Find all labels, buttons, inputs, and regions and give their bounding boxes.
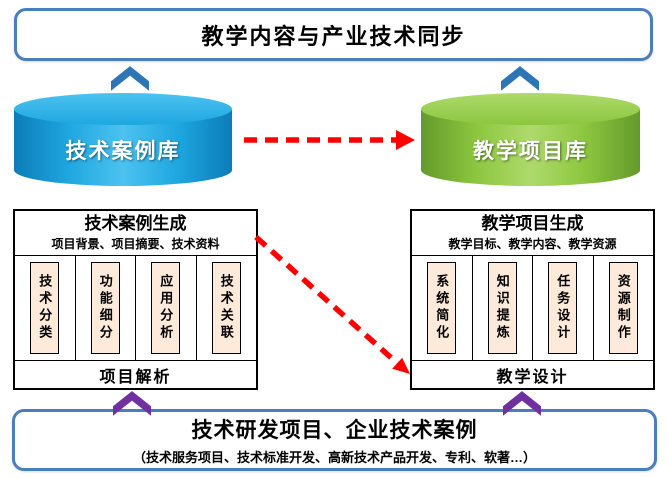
tech-case-generation-panel: 技术案例生成 项目背景、项目摘要、技术资料 技术分类 功能细分 应用分析 技术关… <box>13 209 258 390</box>
bottom-banner-line1: 技术研发项目、企业技术案例 <box>191 419 478 442</box>
column: 资源制作 <box>594 256 654 360</box>
panel-footer: 项目解析 <box>99 368 172 386</box>
chevron-up-icon <box>503 391 541 416</box>
panel-title: 技术案例生成 <box>84 214 187 233</box>
column: 应用分析 <box>136 256 197 360</box>
bottom-banner: 技术研发项目、企业技术案例 （技术服务项目、技术标准开发、高新技术产品开发、专利… <box>12 409 657 471</box>
top-banner-text: 教学内容与产业技术同步 <box>201 23 466 49</box>
bottom-banner-line2: （技术服务项目、技术标准开发、高新技术产品开发、专利、软著…） <box>132 450 536 465</box>
teaching-project-db-label: 教学项目库 <box>473 140 588 163</box>
cylinder-top <box>421 93 640 125</box>
dashed-arrow-diagonal <box>254 234 410 374</box>
column: 系统简化 <box>412 256 473 360</box>
teaching-project-db-cylinder: 教学项目库 <box>421 93 640 186</box>
column: 功能细分 <box>76 256 136 360</box>
vertical-label-cell: 技术分类 <box>30 262 60 354</box>
column: 技术关联 <box>197 256 257 360</box>
vertical-label-cell: 应用分析 <box>151 262 181 354</box>
vertical-label-cell: 任务设计 <box>548 262 578 354</box>
vertical-label-cell: 系统简化 <box>427 262 457 354</box>
chevron-up-icon <box>501 66 539 91</box>
vertical-label-cell: 资源制作 <box>608 262 638 354</box>
top-banner: 教学内容与产业技术同步 <box>14 8 653 61</box>
column: 技术分类 <box>15 256 76 360</box>
column: 知识提炼 <box>473 256 533 360</box>
tech-case-db-cylinder: 技术案例库 <box>14 93 232 186</box>
vertical-label-cell: 技术关联 <box>211 262 241 354</box>
vertical-label-cell: 知识提炼 <box>487 262 517 354</box>
panel-subtitle: 教学目标、教学内容、教学资源 <box>448 237 617 252</box>
cylinder-top <box>14 93 232 125</box>
vertical-label-cell: 功能细分 <box>90 262 120 354</box>
chevron-up-icon <box>113 391 151 416</box>
panel-columns: 技术分类 功能细分 应用分析 技术关联 <box>15 255 256 361</box>
column: 任务设计 <box>533 256 594 360</box>
tech-case-db-label: 技术案例库 <box>65 140 181 163</box>
panel-subtitle: 项目背景、项目摘要、技术资料 <box>51 237 220 252</box>
teaching-project-generation-panel: 教学项目生成 教学目标、教学内容、教学资源 系统简化 知识提炼 任务设计 资源制… <box>410 209 655 390</box>
panel-title: 教学项目生成 <box>481 214 584 233</box>
panel-columns: 系统简化 知识提炼 任务设计 资源制作 <box>412 255 653 361</box>
chevron-up-icon <box>111 66 149 91</box>
dashed-arrow-horizontal <box>244 130 415 150</box>
panel-footer: 教学设计 <box>496 368 569 386</box>
